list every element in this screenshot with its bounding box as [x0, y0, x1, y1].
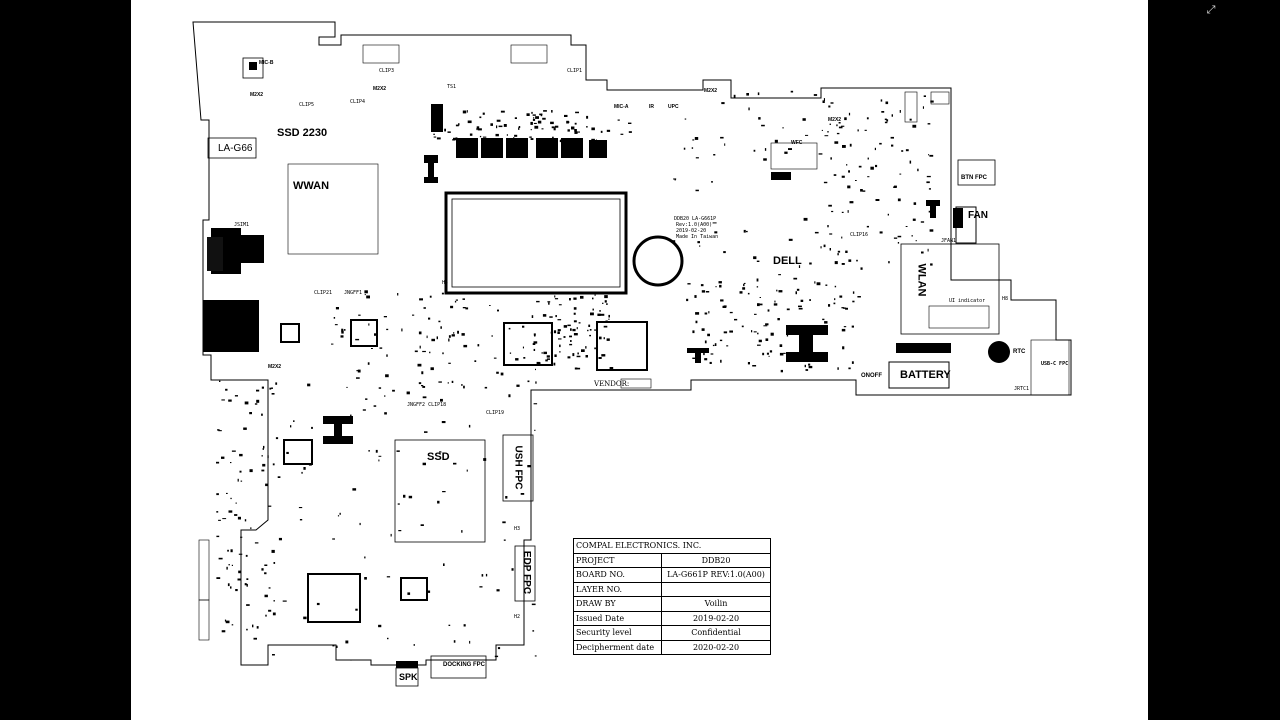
label-wlan: WLAN: [915, 263, 928, 297]
project-label: PROJECT: [572, 552, 663, 568]
board-outline: [192, 21, 1072, 666]
label-ui-indicator: UI indicator: [949, 298, 986, 304]
company-name: COMPAL ELECTRONICS. INC.: [573, 538, 771, 554]
label-onoff: ONOFF: [861, 373, 882, 379]
schematic-page: SSD 2230 WWAN LA-G66 WLAN FAN BATTERY SS…: [131, 0, 1148, 720]
spk-connector: [395, 667, 419, 687]
btn-fpc-connector: [957, 159, 996, 186]
label-clip3: CLIP3: [379, 68, 395, 74]
layer-no-value: [661, 581, 771, 597]
wwan-outline: [287, 163, 379, 255]
security-label: Security level: [572, 625, 663, 641]
chip-a: [503, 322, 553, 366]
decipher-value: 2020-02-20: [661, 639, 771, 655]
label-clip4: CLIP4: [350, 99, 366, 105]
battery-connector: [896, 343, 951, 353]
wlan-outline: [900, 243, 1000, 335]
label-jsim1: JSIM1: [234, 222, 250, 228]
label-ts1: TS1: [447, 84, 457, 90]
label-ssd2230: SSD 2230: [277, 127, 328, 139]
layer-no-label: LAYER NO.: [572, 581, 663, 597]
label-jfan1: JFAN1: [941, 238, 957, 244]
board-layout-drawing: [192, 21, 1072, 687]
label-jngff1: JNGFF1: [344, 290, 363, 296]
label-mic-a: MIC-A: [614, 104, 629, 110]
chip-g: [280, 323, 300, 343]
label-battery: BATTERY: [900, 369, 951, 381]
label-usbc-fpc: USB-C FPC: [1041, 361, 1069, 367]
label-jngff2: JNGFF2 CLIP18: [407, 402, 447, 408]
label-m2x2-e: M2X2: [268, 364, 282, 370]
label-h2: H2: [514, 614, 521, 620]
ush-fpc: [502, 434, 534, 502]
label-board-id-2: Rev:1.0(A00): [676, 222, 713, 228]
project-value: DDB20: [661, 552, 771, 568]
component-field: [216, 90, 934, 661]
label-wfc: WFC: [791, 140, 803, 146]
vendor-box: [620, 378, 652, 389]
cpu-frame: [444, 191, 628, 295]
label-spk: SPK: [399, 672, 418, 682]
label-wwan: WWAN: [293, 180, 330, 192]
chip-f: [350, 319, 378, 347]
label-upc: UPC: [668, 104, 679, 110]
label-rtc: RTC: [1013, 349, 1026, 355]
exit-fullscreen-icon[interactable]: ⤢: [1206, 3, 1216, 16]
board-no-label: BOARD NO.: [572, 567, 663, 583]
sim-block-2: [207, 237, 223, 271]
dell-logo: [632, 235, 684, 287]
label-jrtc1: JRTC1: [1014, 386, 1030, 392]
chip-c: [307, 573, 361, 623]
label-clip21: CLIP21: [314, 290, 333, 296]
label-board-id-3: 2019-02-20: [676, 228, 707, 234]
draw-by-value: Voilin: [661, 596, 771, 612]
edp-fpc: [514, 545, 536, 602]
label-btn-fpc: BTN FPC: [961, 175, 987, 181]
decipher-label: Decipherment date: [572, 639, 663, 655]
label-clip5: CLIP5: [299, 102, 315, 108]
label-h5: H5: [442, 280, 449, 286]
label-ir: IR: [649, 104, 654, 110]
label-h3: H3: [514, 526, 521, 532]
label-board-id-1: DDB20 LA-G661P: [674, 216, 717, 222]
label-clip19: CLIP19: [486, 410, 505, 416]
label-board-id-4: Made In Taiwan: [676, 234, 719, 240]
label-m2x2-b: M2X2: [373, 86, 387, 92]
label-docking-fpc: DOCKING FPC: [443, 662, 485, 668]
draw-by-label: DRAW BY: [572, 596, 663, 612]
label-lag66: LA-G66: [218, 143, 253, 154]
chip-d: [400, 577, 428, 601]
label-fan: FAN: [968, 210, 988, 221]
label-m2x2-c: M2X2: [704, 88, 718, 94]
ssd-outline: [394, 439, 486, 543]
label-dell: DELL: [773, 255, 802, 267]
label-ssd: SSD: [427, 451, 450, 463]
label-edp-fpc: EDP FPC: [521, 550, 533, 595]
chip-b: [596, 321, 648, 371]
label-m2x2-d: M2X2: [828, 117, 842, 123]
label-mic-b: MIC-B: [259, 60, 274, 66]
label-vendor: VENDOR:: [594, 380, 630, 388]
board-no-value: LA-G661P REV:1.0(A00): [661, 567, 771, 583]
big-chip-left: [203, 300, 259, 352]
docking-fpc: [430, 655, 487, 679]
issued-label: Issued Date: [572, 610, 663, 626]
issued-value: 2019-02-20: [661, 610, 771, 626]
label-clip1: CLIP1: [567, 68, 583, 74]
label-ush-fpc: USH FPC: [512, 445, 524, 490]
label-clip16: CLIP16: [850, 232, 869, 238]
security-value: Confidential: [661, 625, 771, 641]
label-h8: H8: [1002, 296, 1009, 302]
rtc-battery: [988, 341, 1010, 363]
label-m2x2-a: M2X2: [250, 92, 264, 98]
